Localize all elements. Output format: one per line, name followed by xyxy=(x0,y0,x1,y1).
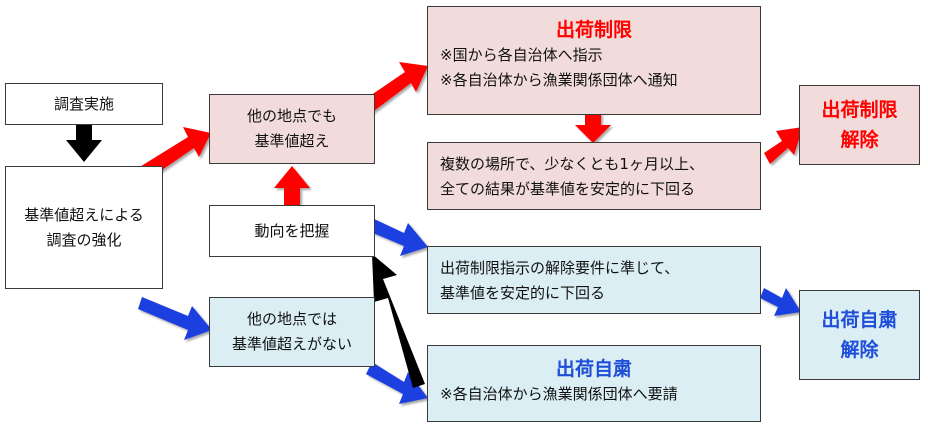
arrow-monitor-to-other-exceed xyxy=(274,166,310,208)
survey-box: 調査実施 xyxy=(5,83,163,125)
voluntary-lift-box: 出荷自粛 解除 xyxy=(799,290,920,380)
voluntary-restraint-line-1: ※各自治体から漁業関係団体へ要請 xyxy=(440,385,678,403)
other-no-exceed-box: 他の地点では 基準値超えがない xyxy=(209,297,375,367)
restriction-condition-line-1: 複数の場所で、少なくとも1ヶ月以上、 xyxy=(440,155,704,173)
voluntary-restraint-box: 出荷自粛 ※各自治体から漁業関係団体へ要請 xyxy=(427,345,761,422)
shipment-restriction-box: 出荷制限 ※国から各自治体へ指示 ※各自治体から漁業関係団体へ通知 xyxy=(427,6,761,115)
restriction-condition-box: 複数の場所で、少なくとも1ヶ月以上、 全ての結果が基準値を安定的に下回る xyxy=(427,142,761,210)
voluntary-condition-box: 出荷制限指示の解除要件に準じて、 基準値を安定的に下回る xyxy=(427,246,761,314)
strengthen-box: 基準値超えによる 調査の強化 xyxy=(5,166,163,289)
arrow-restriction-to-condition xyxy=(575,113,611,143)
strengthen-line-2: 調査の強化 xyxy=(46,230,122,249)
arrow-other-exceed-to-restriction xyxy=(358,62,428,117)
other-exceed-box: 他の地点でも 基準値超え xyxy=(209,94,375,164)
restriction-condition-line-2: 全ての結果が基準値を安定的に下回る xyxy=(440,180,696,198)
monitor-box: 動向を把握 xyxy=(209,205,375,257)
arrow-survey-to-strengthen xyxy=(66,123,102,162)
arrow-condition-to-restriction-lift xyxy=(764,127,803,164)
survey-label: 調査実施 xyxy=(53,94,114,113)
restriction-lift-line-1: 出荷制限 xyxy=(821,99,898,121)
other-exceed-line-2: 基準値超え xyxy=(254,132,330,150)
arrow-strengthen-to-no-exceed xyxy=(138,297,212,340)
shipment-restriction-line-2: ※各自治体から漁業関係団体へ通知 xyxy=(440,71,678,89)
restriction-lift-box: 出荷制限 解除 xyxy=(799,85,920,165)
restriction-lift-line-2: 解除 xyxy=(840,129,879,151)
strengthen-line-1: 基準値超えによる xyxy=(24,205,144,224)
arrow-monitor-to-voluntary-condition xyxy=(366,218,428,256)
monitor-label: 動向を把握 xyxy=(254,221,330,240)
voluntary-lift-line-2: 解除 xyxy=(840,339,879,361)
voluntary-lift-line-1: 出荷自粛 xyxy=(821,309,898,331)
voluntary-restraint-title: 出荷自粛 xyxy=(555,358,632,380)
shipment-restriction-line-1: ※国から各自治体へ指示 xyxy=(440,46,603,64)
arrow-voluntary-to-monitor xyxy=(372,254,425,388)
voluntary-condition-line-2: 基準値を安定的に下回る xyxy=(440,284,606,302)
other-exceed-line-1: 他の地点でも xyxy=(246,107,337,125)
other-no-exceed-line-1: 他の地点では xyxy=(246,310,337,328)
other-no-exceed-line-2: 基準値超えがない xyxy=(231,335,352,353)
voluntary-condition-line-1: 出荷制限指示の解除要件に準じて、 xyxy=(440,259,680,277)
arrow-voluntary-condition-to-lift xyxy=(760,288,801,316)
arrow-no-exceed-to-voluntary xyxy=(366,362,428,404)
shipment-restriction-title: 出荷制限 xyxy=(555,19,632,41)
